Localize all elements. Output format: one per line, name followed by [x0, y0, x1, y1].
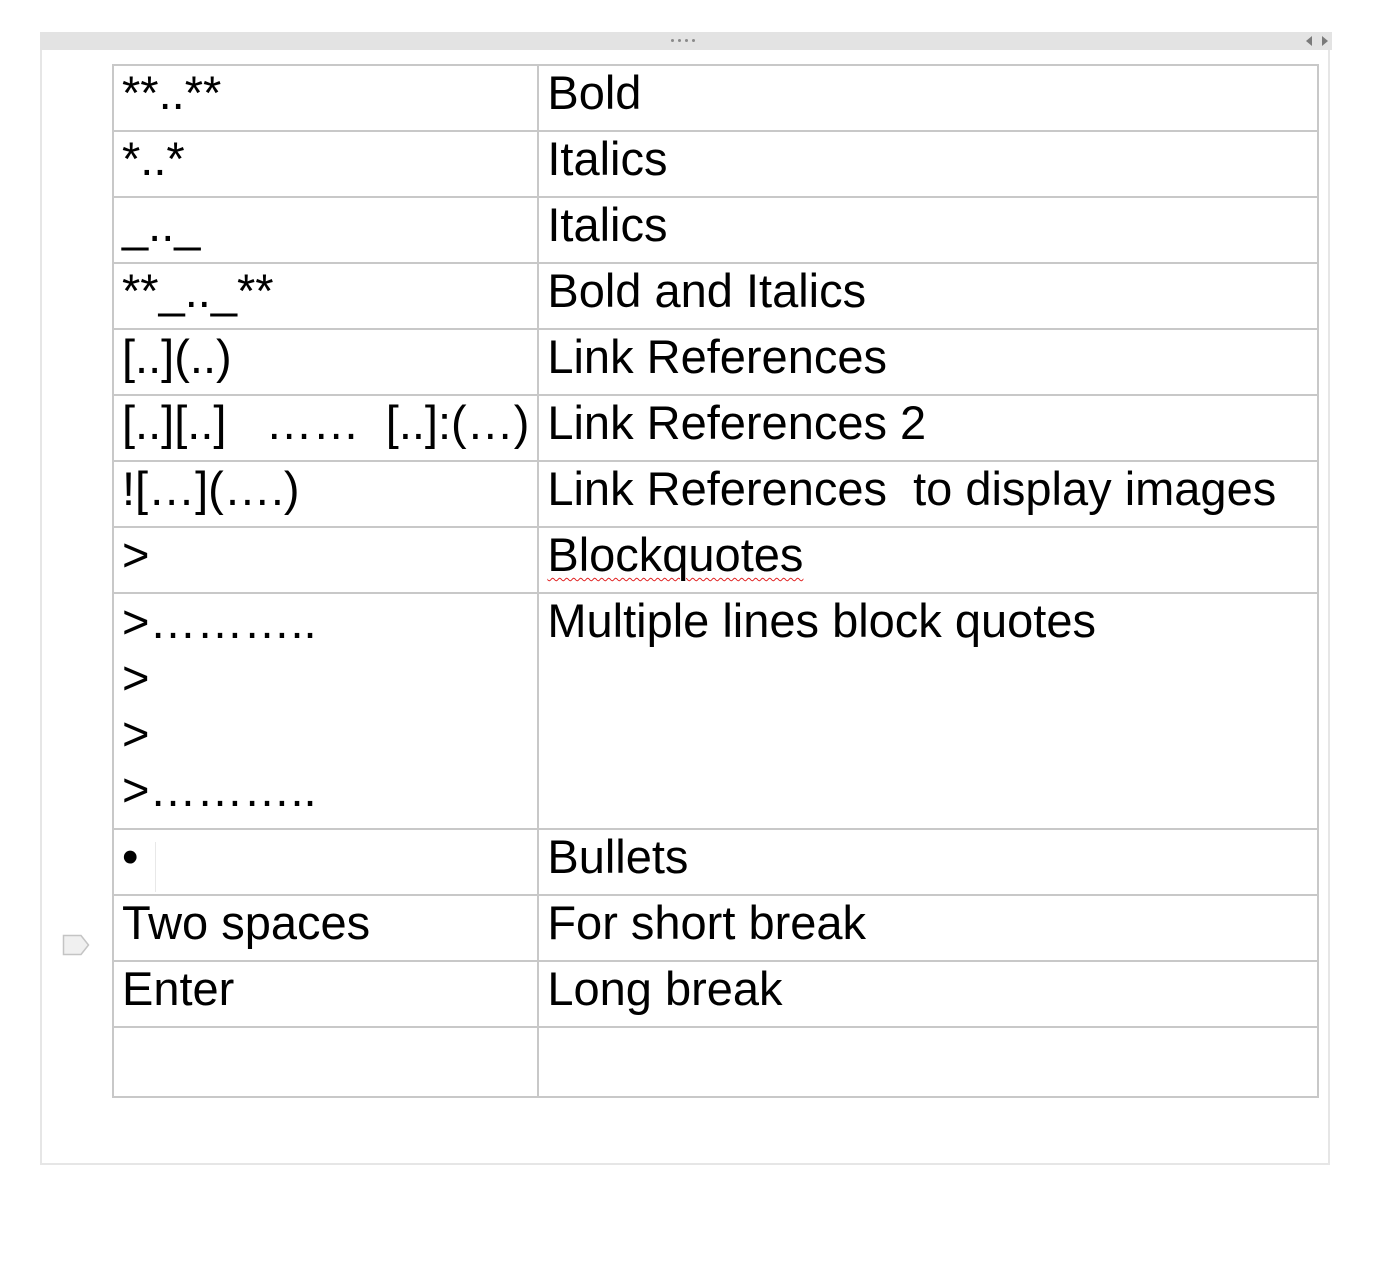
table-row: **..** Bold: [111, 64, 1319, 132]
table-row: Enter Long break: [111, 960, 1319, 1028]
table-row: >……….. > > >……….. Multiple lines block q…: [111, 592, 1319, 830]
syntax-line: >………..: [122, 595, 317, 648]
syntax-line: >………..: [122, 763, 317, 816]
syntax-cell[interactable]: ![…](….): [111, 460, 540, 528]
syntax-line: >: [122, 707, 150, 760]
syntax-cell[interactable]: [..][..] …… [..]:(…): [111, 394, 540, 462]
syntax-cell[interactable]: •: [111, 828, 540, 896]
syntax-text: [..][..] …… [..]:(…): [122, 396, 530, 449]
meaning-cell[interactable]: For short break: [537, 894, 1319, 962]
markdown-cheatsheet-table: **..** Bold *..* Italics _.._ Italics **…: [111, 64, 1319, 1098]
table-row: [111, 1026, 1319, 1098]
table-row: Two spaces For short break: [111, 894, 1319, 962]
syntax-cell[interactable]: _.._: [111, 196, 540, 264]
meaning-cell[interactable]: Link References to display images: [537, 460, 1319, 528]
spellcheck-flagged-word: Blockquotes: [547, 528, 804, 581]
meaning-cell[interactable]: Blockquotes: [537, 526, 1319, 594]
meaning-cell[interactable]: Link References: [537, 328, 1319, 396]
table-row: _.._ Italics: [111, 196, 1319, 264]
syntax-cell[interactable]: [111, 1026, 540, 1098]
syntax-cell[interactable]: Two spaces: [111, 894, 540, 962]
table-row: [..][..] …… [..]:(…) Link References 2: [111, 394, 1319, 462]
syntax-cell[interactable]: [..](..): [111, 328, 540, 396]
meaning-text: Link References to display images: [547, 462, 1277, 515]
syntax-cell[interactable]: >: [111, 526, 540, 594]
syntax-cell[interactable]: >……….. > > >………..: [111, 592, 540, 830]
meaning-cell[interactable]: Bullets: [537, 828, 1319, 896]
meaning-cell[interactable]: Italics: [537, 196, 1319, 264]
tag-marker-icon[interactable]: [62, 934, 90, 956]
syntax-cell[interactable]: **..**: [111, 64, 540, 132]
table-row: [..](..) Link References: [111, 328, 1319, 396]
meaning-cell[interactable]: Multiple lines block quotes: [537, 592, 1319, 830]
meaning-cell[interactable]: Italics: [537, 130, 1319, 198]
table-row: • Bullets: [111, 828, 1319, 896]
table-row: ![…](….) Link References to display imag…: [111, 460, 1319, 528]
meaning-cell[interactable]: [537, 1026, 1319, 1098]
bullet-glyph: •: [122, 830, 139, 883]
meaning-cell[interactable]: Bold: [537, 64, 1319, 132]
meaning-cell[interactable]: Bold and Italics: [537, 262, 1319, 330]
syntax-cell[interactable]: Enter: [111, 960, 540, 1028]
syntax-line: >: [122, 651, 150, 704]
horizontal-resize-icon[interactable]: [1305, 35, 1329, 47]
meaning-cell[interactable]: Link References 2: [537, 394, 1319, 462]
table-row: > Blockquotes: [111, 526, 1319, 594]
table-row: **_.._** Bold and Italics: [111, 262, 1319, 330]
syntax-cell[interactable]: **_.._**: [111, 262, 540, 330]
text-caret: [155, 842, 156, 892]
drag-grip-icon[interactable]: [671, 39, 701, 45]
meaning-cell[interactable]: Long break: [537, 960, 1319, 1028]
syntax-cell[interactable]: *..*: [111, 130, 540, 198]
table-row: *..* Italics: [111, 130, 1319, 198]
